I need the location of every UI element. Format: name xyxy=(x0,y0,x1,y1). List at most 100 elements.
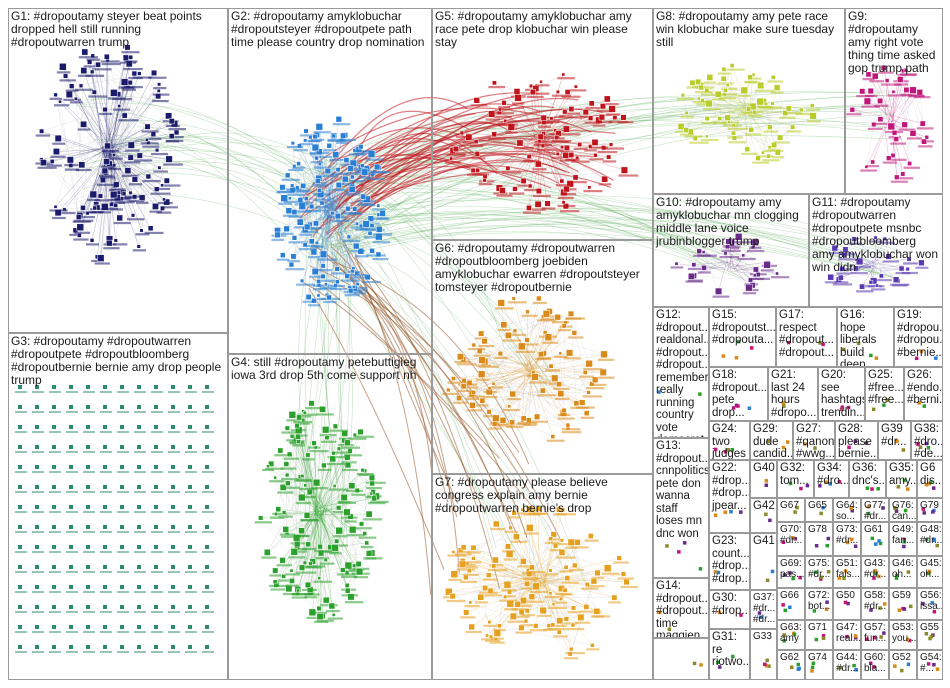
node-label-g4 xyxy=(363,557,377,560)
edge xyxy=(335,229,486,514)
node-g5 xyxy=(499,187,506,194)
node-g1 xyxy=(117,104,122,108)
edge xyxy=(899,77,914,134)
node-label-g7 xyxy=(474,601,489,604)
node-g6 xyxy=(479,397,486,404)
edge xyxy=(533,365,565,411)
node-label-g1 xyxy=(165,139,184,142)
node-label-g3 xyxy=(66,411,78,413)
node-label-g7 xyxy=(503,558,517,561)
node-label-g3 xyxy=(100,611,112,613)
node-label-g7 xyxy=(544,541,560,544)
edge xyxy=(499,144,538,189)
node-g3 xyxy=(120,585,124,589)
edge xyxy=(305,140,349,209)
node-g5 xyxy=(603,95,611,103)
node-g5 xyxy=(501,100,507,106)
node-g1 xyxy=(131,70,138,77)
node-label-g2 xyxy=(276,258,290,261)
node-g3 xyxy=(86,625,90,629)
node-label-g3 xyxy=(66,431,78,433)
node-g3 xyxy=(103,585,107,589)
node-label-g1 xyxy=(128,183,143,186)
node-label-g3 xyxy=(151,531,163,533)
node-label-g4 xyxy=(270,516,285,519)
edge xyxy=(555,91,559,131)
node-g2 xyxy=(352,284,357,289)
node-g1 xyxy=(138,194,146,201)
node-label-g5 xyxy=(559,209,580,213)
node-label-g1 xyxy=(156,187,171,191)
edge xyxy=(116,47,128,198)
node-label-g3 xyxy=(100,411,112,413)
node-label-g7 xyxy=(479,591,498,594)
edge xyxy=(109,115,125,244)
group-label-g29: G29: dude candid... xyxy=(753,423,793,460)
edge xyxy=(473,156,530,171)
edge xyxy=(469,370,533,384)
node-label-g7 xyxy=(590,615,605,618)
node-g9 xyxy=(894,174,900,180)
node-g8 xyxy=(684,111,689,115)
edge xyxy=(535,332,546,370)
node-g3 xyxy=(35,485,39,489)
node-g2 xyxy=(347,287,354,294)
node-g6 xyxy=(451,376,456,381)
node-label-g2 xyxy=(352,153,366,156)
edge xyxy=(727,261,768,268)
node-label-g2 xyxy=(305,209,321,213)
edge xyxy=(292,189,379,215)
node-label-g2 xyxy=(292,166,305,169)
node-g3 xyxy=(154,505,158,509)
edge xyxy=(345,175,716,267)
node-label-g1 xyxy=(132,249,147,252)
node-label-g6 xyxy=(580,416,595,419)
node-g7 xyxy=(587,533,594,539)
node-label-g3 xyxy=(15,471,27,473)
node-g10 xyxy=(753,266,759,273)
edge xyxy=(484,135,535,181)
node-g3 xyxy=(35,505,39,509)
edge xyxy=(65,75,118,195)
edge xyxy=(309,214,326,225)
node-label-g5 xyxy=(534,140,551,143)
node-g1 xyxy=(128,54,134,60)
node-g3 xyxy=(52,605,56,609)
node-g3 xyxy=(154,445,158,449)
node-label-g3 xyxy=(185,451,197,453)
node-label-g7 xyxy=(459,580,478,584)
group-label-g5: G5: #dropoutamy amyklobuchar amy race pe… xyxy=(435,9,636,49)
node-g2 xyxy=(296,161,301,166)
edge xyxy=(491,113,530,157)
node-label-g3 xyxy=(66,471,78,473)
node-g5 xyxy=(539,79,543,84)
group-label-g36: G36: dnc's... xyxy=(852,462,886,487)
edge xyxy=(303,247,554,614)
node-label-g1 xyxy=(116,201,135,204)
node-label-g1 xyxy=(150,192,171,195)
node-g3 xyxy=(18,605,22,609)
node-label-g6 xyxy=(495,307,514,310)
node-g6 xyxy=(548,363,554,369)
edge xyxy=(750,112,770,148)
node-label-g6 xyxy=(557,417,575,420)
node-label-g3 xyxy=(49,491,61,493)
node-label-g1 xyxy=(94,262,110,265)
node-g6 xyxy=(481,338,488,345)
node-label-g6 xyxy=(515,350,535,354)
node-label-g1 xyxy=(113,221,131,225)
node-g10 xyxy=(741,253,746,258)
node-g2 xyxy=(290,141,295,146)
group-label-g45: G45: oh... xyxy=(920,558,942,580)
node-g3 xyxy=(171,425,175,429)
node-g3 xyxy=(137,465,141,469)
node-g3 xyxy=(18,505,22,509)
node-g3 xyxy=(154,545,158,549)
edge xyxy=(461,132,474,171)
edge xyxy=(867,101,895,120)
group-label-g11: G11: #dropoutamy #dropoutwarren #dropout… xyxy=(812,195,942,274)
edge xyxy=(299,145,358,274)
edge xyxy=(838,268,902,280)
node-g6 xyxy=(573,400,580,406)
node-label-g2 xyxy=(323,300,337,304)
